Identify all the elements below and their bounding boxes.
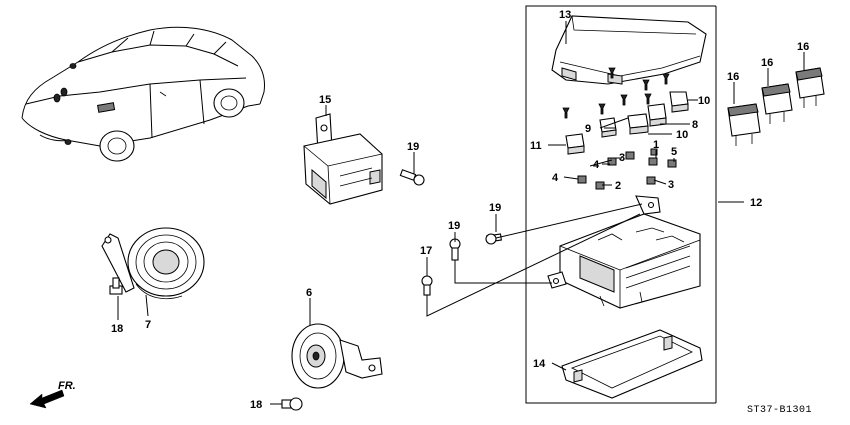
callout-7: 7 [145,319,151,331]
fuse-box-lower-cover [561,329,703,399]
fuse-box-cover [551,15,707,85]
bolt-18 [109,277,123,295]
callouts: 13 10 9 8 10 11 1 5 3 4 3 4 2 12 16 16 1… [111,9,809,411]
callout-18-left: 18 [111,323,123,335]
callout-17: 17 [420,245,432,257]
horn-7 [101,227,205,300]
front-direction-indicator: FR. [29,380,76,409]
bolt-18-lower [281,397,303,411]
callout-3-lower: 3 [668,179,674,191]
callout-10-lower: 10 [676,129,688,141]
callout-2: 2 [615,180,621,192]
callout-16-left: 16 [727,71,739,83]
callout-4-lower: 4 [552,172,559,184]
leader-lines [117,21,805,405]
callout-1: 1 [653,139,659,151]
callout-4-upper: 4 [593,159,600,171]
fuse-components [562,67,689,190]
front-arrow-icon [29,389,65,409]
callout-5: 5 [671,146,677,158]
bolt-19 [399,169,502,261]
callout-9: 9 [585,123,591,135]
callout-15: 15 [319,94,331,106]
callout-14: 14 [533,358,546,370]
callout-18-lower: 18 [250,399,262,411]
fuse-box-body [547,195,701,309]
callout-19-relay: 19 [407,141,419,153]
horn-6 [291,323,383,389]
relay-15 [303,113,383,205]
assembly-frame [525,5,717,404]
callout-11: 11 [530,140,542,152]
callout-19-box: 19 [489,202,501,214]
callout-12: 12 [750,197,762,209]
callout-16-right: 16 [797,41,809,53]
callout-16-middle: 16 [761,57,773,69]
callout-6: 6 [306,287,312,299]
callout-8: 8 [692,119,698,131]
callout-13: 13 [559,9,571,21]
diagram-code: ST37-B1301 [747,405,812,416]
front-label: FR. [58,380,76,392]
callout-19-lower: 19 [448,220,460,232]
bolt-17 [421,275,433,296]
callout-10-top: 10 [698,95,710,107]
callout-3-upper: 3 [619,152,625,164]
car-illustration [21,26,265,162]
relay-16 [727,67,825,146]
